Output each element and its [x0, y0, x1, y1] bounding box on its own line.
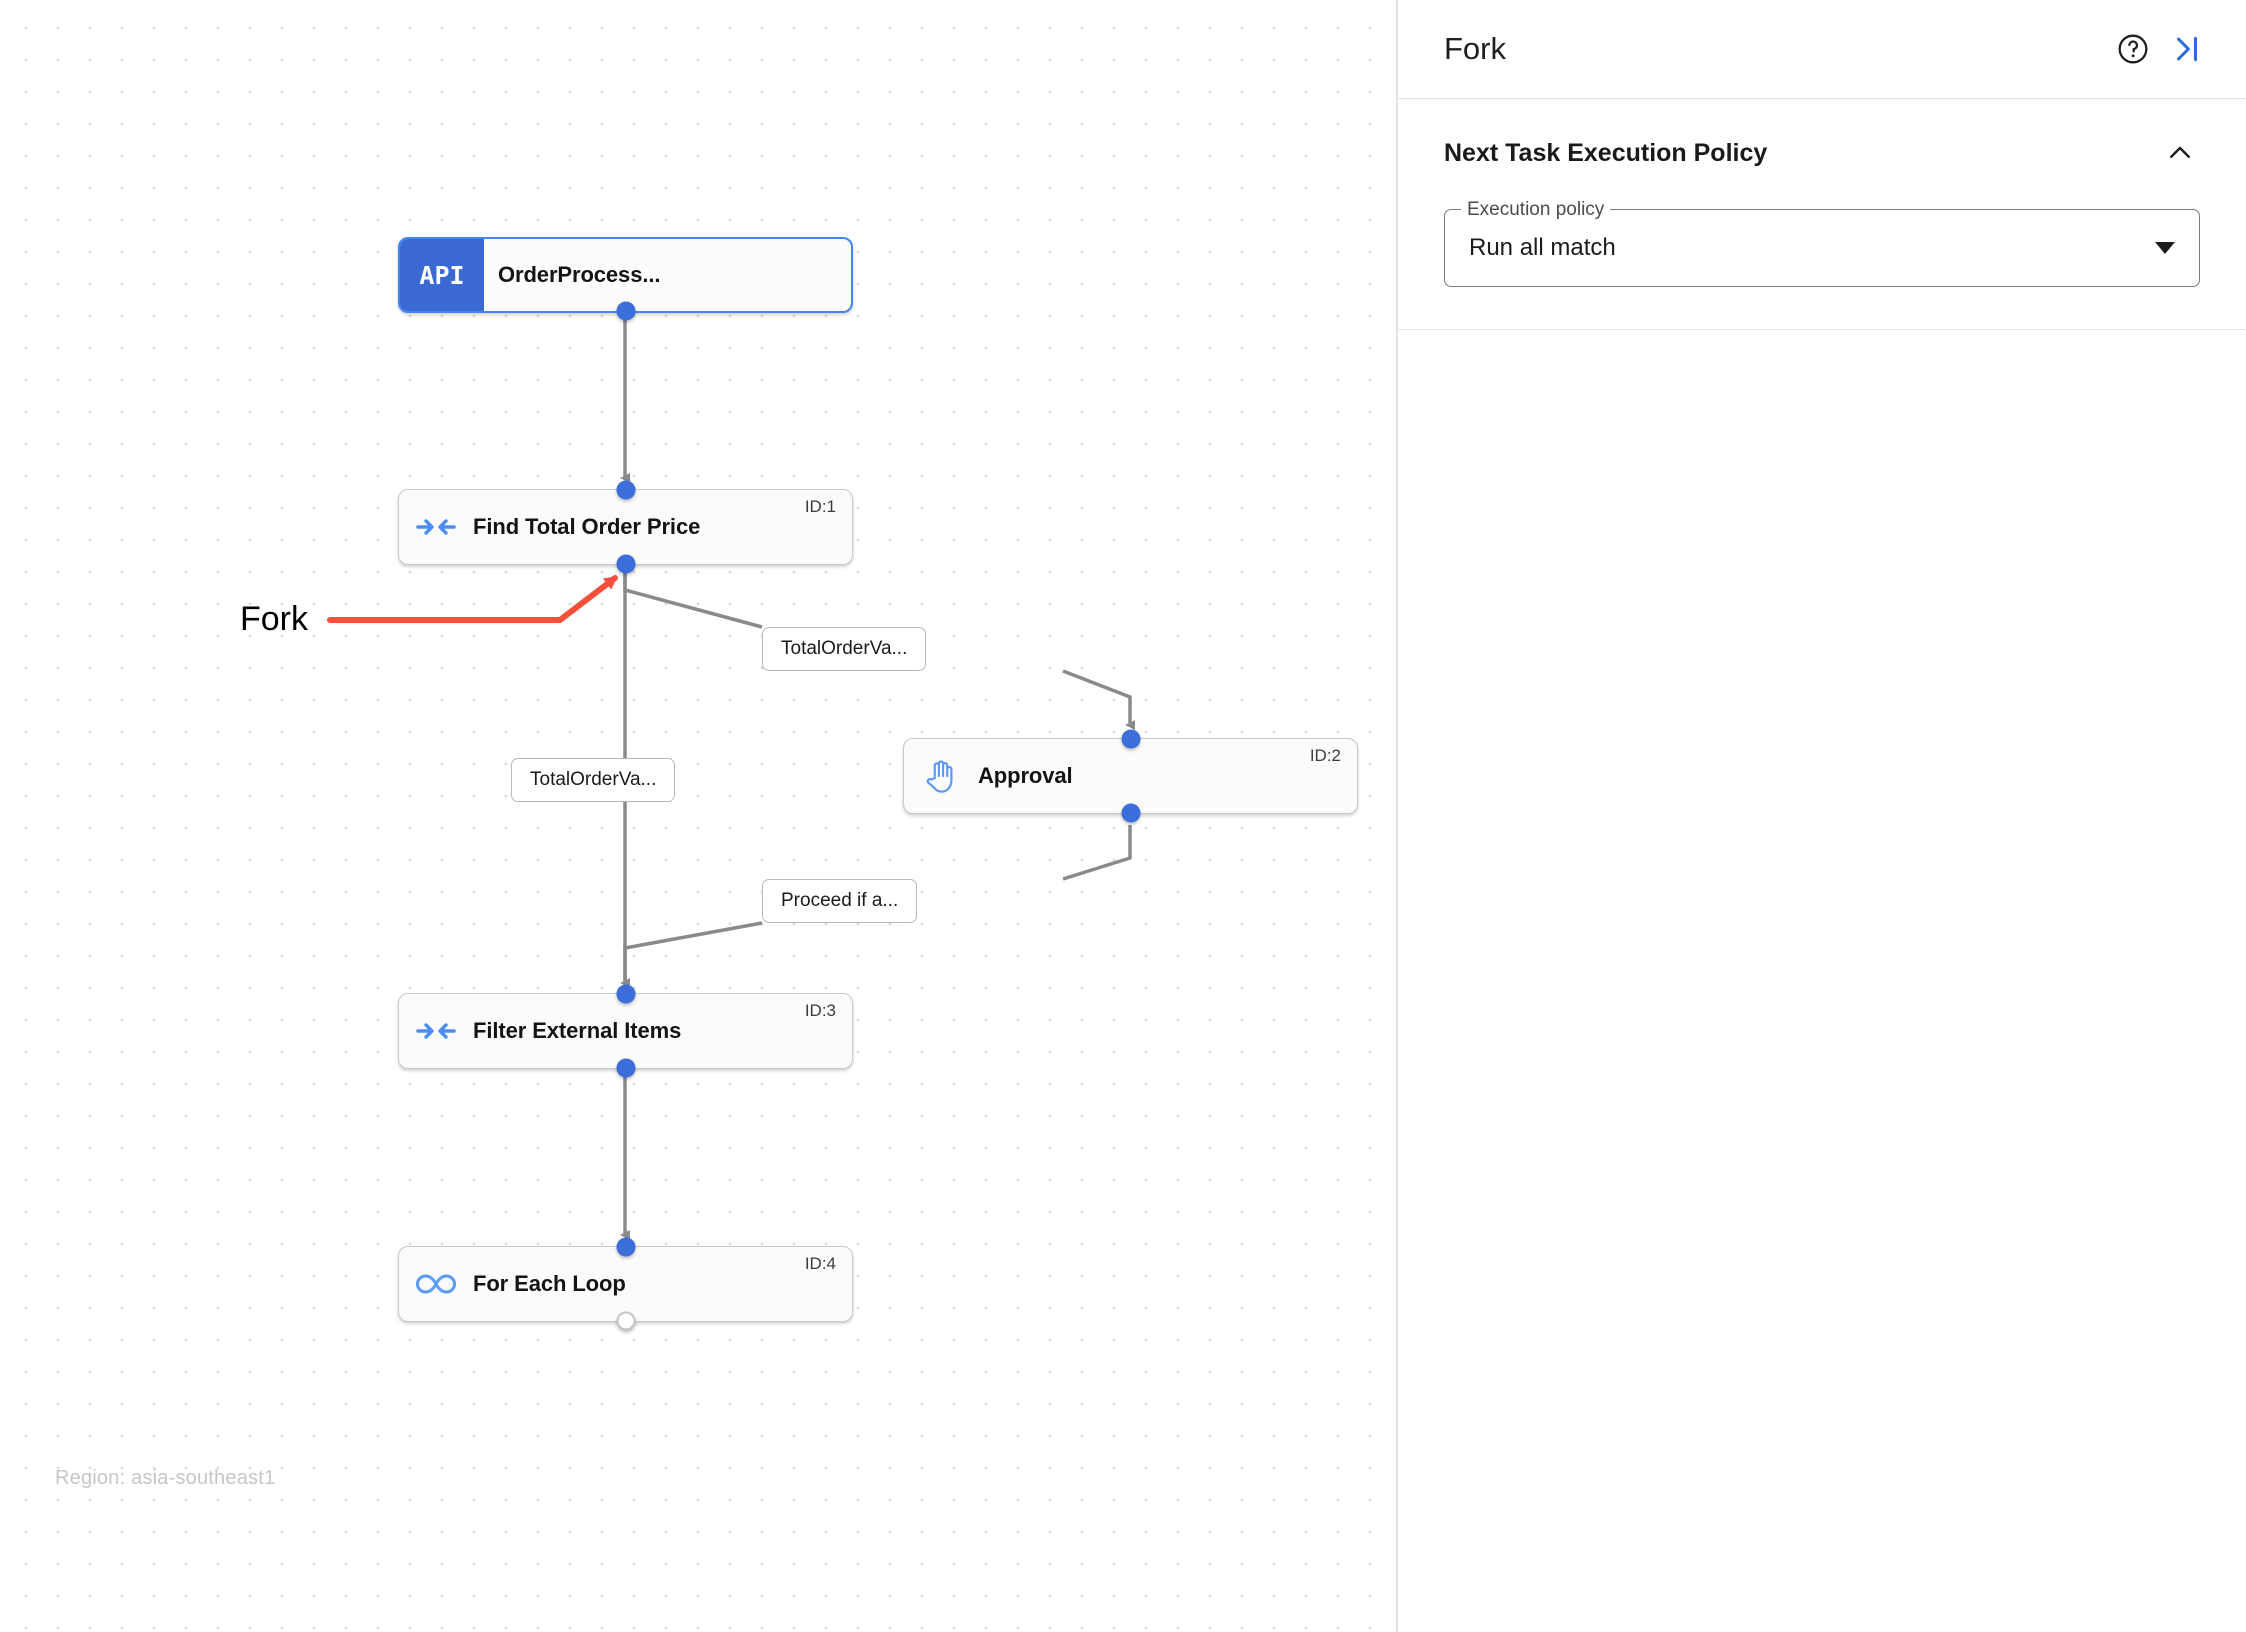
node-for-each-loop[interactable]: For Each Loop ID:4 [398, 1237, 853, 1331]
handle-task1-fork-out[interactable] [616, 554, 635, 574]
execution-policy-label: Execution policy [1461, 199, 1611, 221]
properties-panel: Fork Next Task Execution Policy [1398, 0, 2246, 1632]
handle-task4-loop-out[interactable] [616, 1311, 635, 1331]
handle-task1-in[interactable] [616, 480, 635, 500]
merge-arrows-icon [399, 1018, 473, 1044]
node-trigger-body: OrderProcess... [484, 262, 851, 288]
node-for-each-loop-id: ID:4 [804, 1254, 836, 1273]
node-find-total-order-price-label: Find Total Order Price [473, 514, 701, 539]
fork-annotation-arrow [327, 575, 618, 623]
help-circle-icon[interactable] [2110, 26, 2156, 72]
node-trigger-label: OrderProcess... [498, 262, 661, 287]
section-header[interactable]: Next Task Execution Policy [1444, 133, 2200, 173]
next-task-execution-policy-section: Next Task Execution Policy Execution pol… [1398, 99, 2246, 330]
fork-annotation-label: Fork [240, 600, 308, 638]
edge-task1-to-approval-b [1062, 669, 1135, 730]
node-find-total-order-price[interactable]: Find Total Order Price ID:1 [398, 480, 853, 574]
edge-label-proceed-if-approved[interactable]: Proceed if a... [762, 879, 918, 923]
node-trigger-orderprocess[interactable]: API OrderProcess... [398, 237, 853, 321]
execution-policy-select[interactable]: Execution policy Run all match [1444, 199, 2200, 287]
hand-icon [904, 758, 978, 794]
panel-header: Fork [1398, 0, 2246, 99]
handle-task4-in[interactable] [616, 1237, 635, 1257]
edge-label-total-order-value-left[interactable]: TotalOrderVa... [511, 758, 676, 802]
region-label: Region: asia-southeast1 [55, 1467, 276, 1489]
canvas-panel-divider [1396, 0, 1398, 1632]
dropdown-arrow-icon[interactable] [2155, 242, 2175, 254]
handle-task3-out[interactable] [616, 1058, 635, 1078]
edge-approval-to-task3-b [623, 921, 763, 983]
edge-approval-to-task3-a [1062, 825, 1132, 881]
infinity-icon [399, 1272, 473, 1296]
node-find-total-order-price-id: ID:1 [804, 497, 836, 516]
handle-task3-in[interactable] [616, 984, 635, 1004]
workflow-canvas[interactable]: Fork API OrderProcess... Find Total Orde… [0, 0, 1397, 1632]
node-approval[interactable]: Approval ID:2 [903, 729, 1358, 823]
node-for-each-loop-label: For Each Loop [473, 1271, 626, 1296]
edge-task1-to-approval-a [623, 573, 763, 629]
merge-arrows-icon [399, 514, 473, 540]
handle-approval-in[interactable] [1121, 729, 1140, 749]
chevron-up-icon[interactable] [2160, 133, 2200, 173]
handle-approval-out[interactable] [1121, 803, 1140, 823]
node-filter-external-items[interactable]: Filter External Items ID:3 [398, 984, 853, 1078]
node-filter-external-items-id: ID:3 [804, 1001, 836, 1020]
handle-trigger-out[interactable] [616, 301, 635, 321]
edge-label-total-order-value-right[interactable]: TotalOrderVa... [762, 627, 927, 671]
node-approval-id: ID:2 [1309, 746, 1341, 765]
api-badge-icon: API [400, 239, 484, 311]
section-title: Next Task Execution Policy [1444, 138, 1768, 167]
panel-title: Fork [1444, 31, 1506, 66]
node-filter-external-items-label: Filter External Items [473, 1018, 682, 1043]
execution-policy-value: Run all match [1469, 234, 1616, 261]
collapse-panel-icon[interactable] [2164, 26, 2210, 72]
node-approval-label: Approval [978, 763, 1073, 788]
